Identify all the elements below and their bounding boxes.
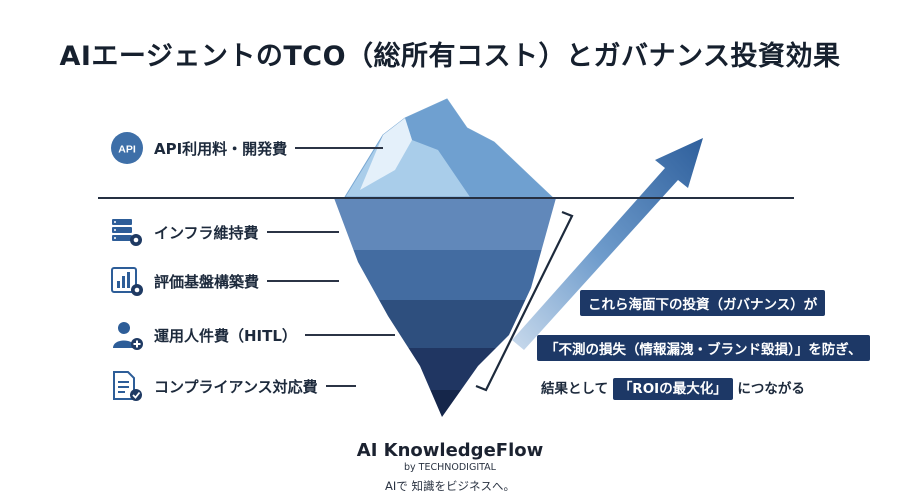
callout-roi: 結果として 「ROIの最大化」 につながる — [541, 377, 805, 400]
callout-roi-prefix: 結果として — [541, 381, 609, 397]
chart-gear-icon — [108, 262, 146, 300]
waterline — [98, 197, 794, 199]
iceberg-tip-shade — [405, 99, 552, 197]
api-badge: API — [108, 129, 146, 167]
leader-line — [304, 334, 395, 336]
person-plus-icon — [108, 316, 146, 354]
api-cost-label: API利用料・開発費 — [154, 139, 288, 158]
infra-cost-item: インフラ維持費 — [108, 213, 339, 251]
eval-cost-label: 評価基盤構築費 — [154, 272, 260, 291]
document-check-icon — [108, 367, 146, 405]
leader-line — [266, 231, 339, 233]
callout-loss-prevention: 「不測の損失（情報漏洩・ブランド毀損）」を防ぎ、 — [537, 335, 870, 361]
leader-line — [267, 280, 340, 282]
bracket — [475, 210, 574, 392]
api-cost-item: API API利用料・開発費 — [108, 129, 384, 167]
ops-cost-item: 運用人件費（HITL） — [108, 316, 395, 354]
compliance-cost-item: コンプライアンス対応費 — [108, 367, 356, 405]
brand-byline: by TECHNODIGITAL — [404, 462, 496, 473]
server-gear-icon — [108, 213, 146, 251]
leader-line — [295, 147, 384, 149]
infra-cost-label: インフラ維持費 — [154, 223, 259, 242]
brand-name: AI KnowledgeFlow — [356, 440, 544, 461]
growth-arrow — [512, 138, 703, 350]
band-1 — [334, 198, 556, 250]
callout-roi-suffix: につながる — [737, 381, 805, 397]
compliance-cost-label: コンプライアンス対応費 — [154, 377, 318, 396]
leader-line — [325, 385, 356, 387]
callout-investment: これら海面下の投資（ガバナンス）が — [580, 290, 826, 316]
page-title: AIエージェントのTCO（総所有コスト）とガバナンス投資効果 — [59, 41, 841, 72]
eval-cost-item: 評価基盤構築費 — [108, 262, 340, 300]
ops-cost-label: 運用人件費（HITL） — [154, 326, 297, 345]
api-badge-text: API — [118, 144, 136, 156]
callout-roi-highlight: 「ROIの最大化」 — [612, 378, 733, 400]
iceberg-tip-highlight — [360, 118, 412, 190]
brand-tagline: AIで 知識をビジネスへ。 — [385, 479, 515, 493]
